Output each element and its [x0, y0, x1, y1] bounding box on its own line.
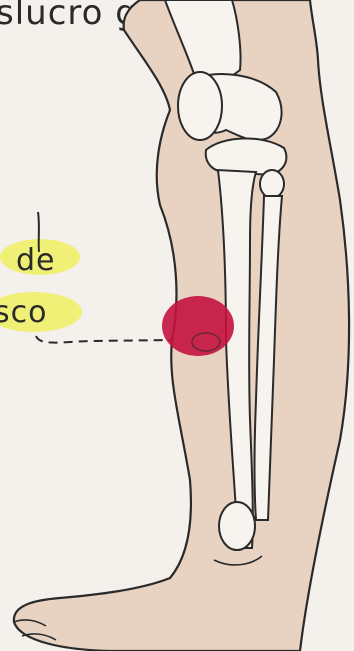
fibula-head — [260, 170, 284, 198]
ankle-bone — [219, 502, 255, 550]
label-line1: de — [16, 243, 56, 278]
injury-marker — [162, 296, 234, 356]
label-line2: sco — [0, 295, 47, 330]
patella — [178, 72, 222, 140]
